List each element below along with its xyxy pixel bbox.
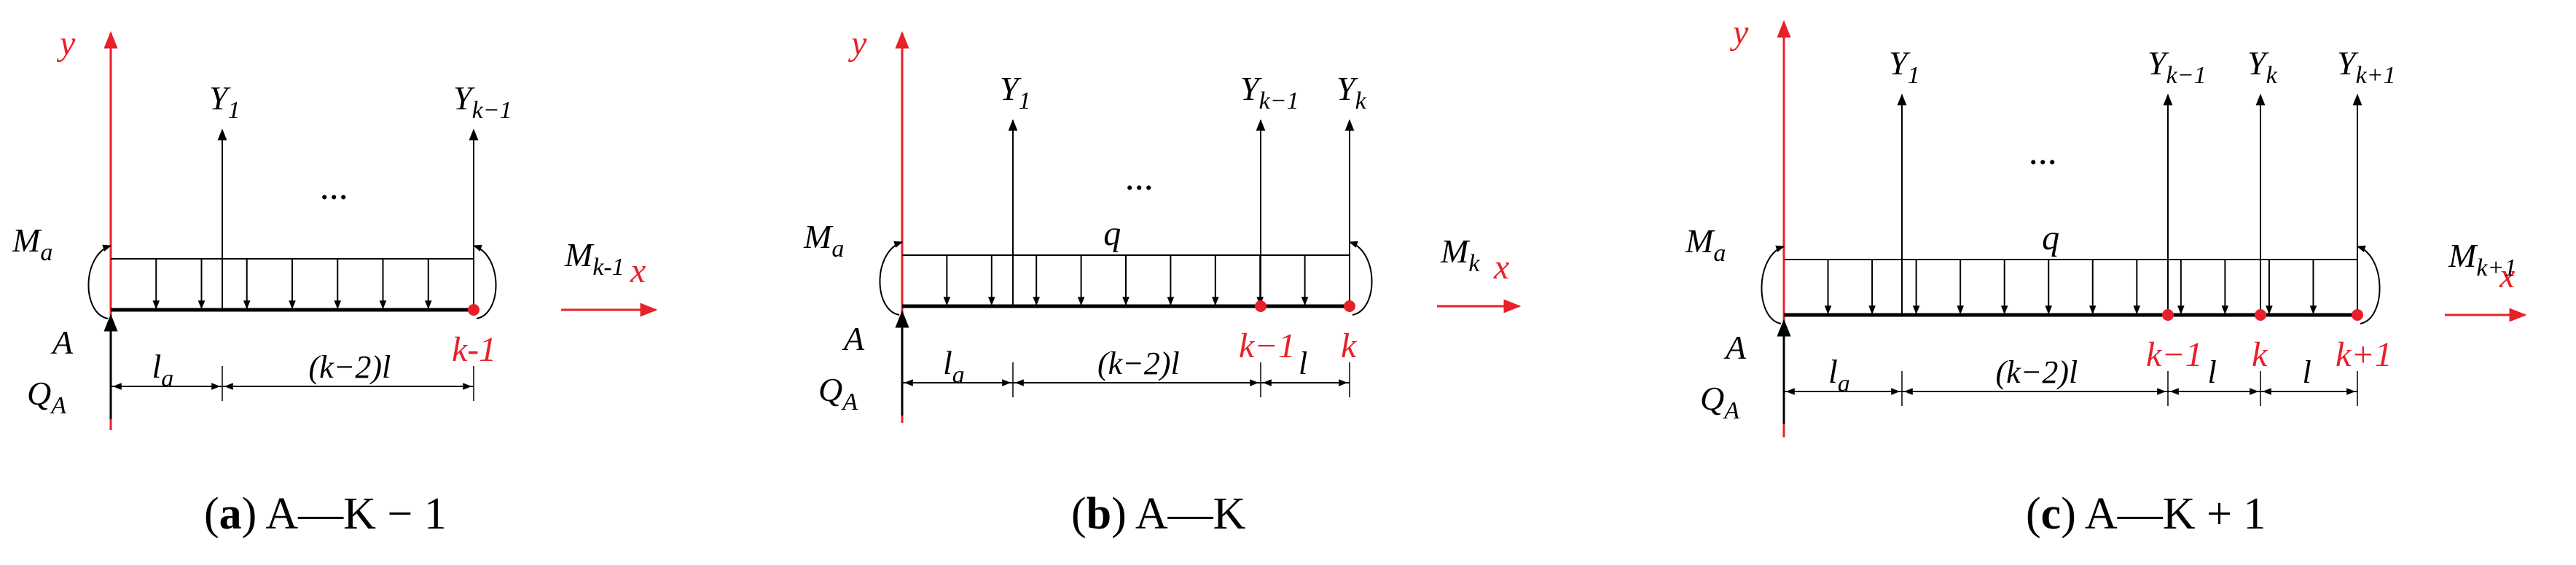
- panel-b: y x q Ma MkA QA Y1 Yk−1 Yk... k−1 k la (k−2)l l (b) A—…: [803, 24, 1522, 539]
- dimension-label: l: [2303, 354, 2311, 390]
- ellipsis: ...: [2029, 131, 2058, 173]
- node-label: k−1: [1239, 327, 1296, 365]
- node-label: k−1: [2146, 335, 2203, 374]
- dimension-label: la: [943, 344, 965, 389]
- left-moment-arc: [87, 244, 112, 319]
- ellipsis: ...: [1126, 157, 1154, 198]
- panel-c: y x q Ma Mk+1A QA Y1 Yk−1 Yk Yk+1... k−1 k k+1 la (k−2…: [1685, 13, 2527, 539]
- node-marker: [2162, 309, 2174, 321]
- support-label: A: [1723, 329, 1747, 366]
- right-moment-arc: [2356, 245, 2381, 324]
- node-label: k-1: [452, 330, 496, 369]
- left-moment-arc: [879, 241, 904, 316]
- support-label: A: [50, 324, 74, 361]
- dimension-label: la: [152, 348, 174, 392]
- shear-label: QA: [27, 375, 66, 419]
- support-label: A: [842, 320, 865, 357]
- node-label: k+1: [2336, 335, 2392, 374]
- y-axis-label: y: [847, 24, 867, 63]
- force-label: Yk+1: [2337, 44, 2396, 89]
- force-label: Y1: [1889, 44, 1920, 89]
- y-axis-label: y: [1729, 13, 1749, 52]
- force-label: Yk−1: [1240, 70, 1299, 114]
- force-label: Yk−1: [453, 79, 512, 124]
- node-marker: [1255, 300, 1267, 312]
- dimension-label: (k−2)l: [1097, 346, 1180, 381]
- force-label: Y1: [209, 79, 240, 124]
- right-moment-label: Mk+1: [2448, 237, 2516, 281]
- shear-label: QA: [1700, 380, 1739, 424]
- left-moment-label: Ma: [803, 218, 844, 262]
- force-label: Y1: [1000, 70, 1031, 114]
- dimension-label: (k−2)l: [1996, 354, 2078, 390]
- right-moment-arc: [472, 244, 497, 319]
- left-moment-label: Ma: [12, 222, 52, 266]
- left-moment-arc: [1761, 245, 1785, 324]
- panel-caption: (b) A—K: [1071, 489, 1246, 539]
- right-moment-label: Mk: [1440, 233, 1480, 277]
- node-marker: [2255, 309, 2266, 321]
- x-axis-label: x: [1493, 248, 1509, 287]
- x-axis-label: x: [2499, 257, 2515, 295]
- panel-caption: (c) A—K + 1: [2026, 489, 2266, 539]
- force-label: Yk−1: [2148, 44, 2207, 89]
- load-label: q: [1103, 214, 1121, 253]
- node-label: k: [1341, 327, 1358, 365]
- ellipsis: ...: [321, 166, 349, 208]
- x-axis-label: x: [630, 252, 646, 290]
- dimension-label: l: [2208, 354, 2217, 390]
- panel-caption: (a) A—K − 1: [204, 489, 447, 539]
- dimension-label: l: [1299, 346, 1307, 381]
- shear-label: QA: [818, 371, 858, 416]
- node-marker: [2352, 309, 2363, 321]
- force-label: Yk: [2247, 44, 2278, 89]
- right-moment-label: Mk-1: [564, 236, 625, 281]
- dimension-label: la: [1828, 353, 1850, 397]
- right-moment-arc: [1348, 241, 1373, 316]
- load-label: q: [2042, 219, 2059, 257]
- panel-a: y x Ma Mk-1A QA Y1 Yk−1... k-1 la (k−2)l (a) A—K −…: [12, 24, 658, 539]
- left-moment-label: Ma: [1685, 222, 1726, 267]
- node-marker: [468, 304, 479, 316]
- y-axis-label: y: [56, 24, 76, 63]
- dimension-label: (k−2)l: [309, 349, 391, 385]
- node-label: k: [2252, 335, 2268, 374]
- node-marker: [1344, 300, 1355, 312]
- force-label: Yk: [1336, 70, 1367, 114]
